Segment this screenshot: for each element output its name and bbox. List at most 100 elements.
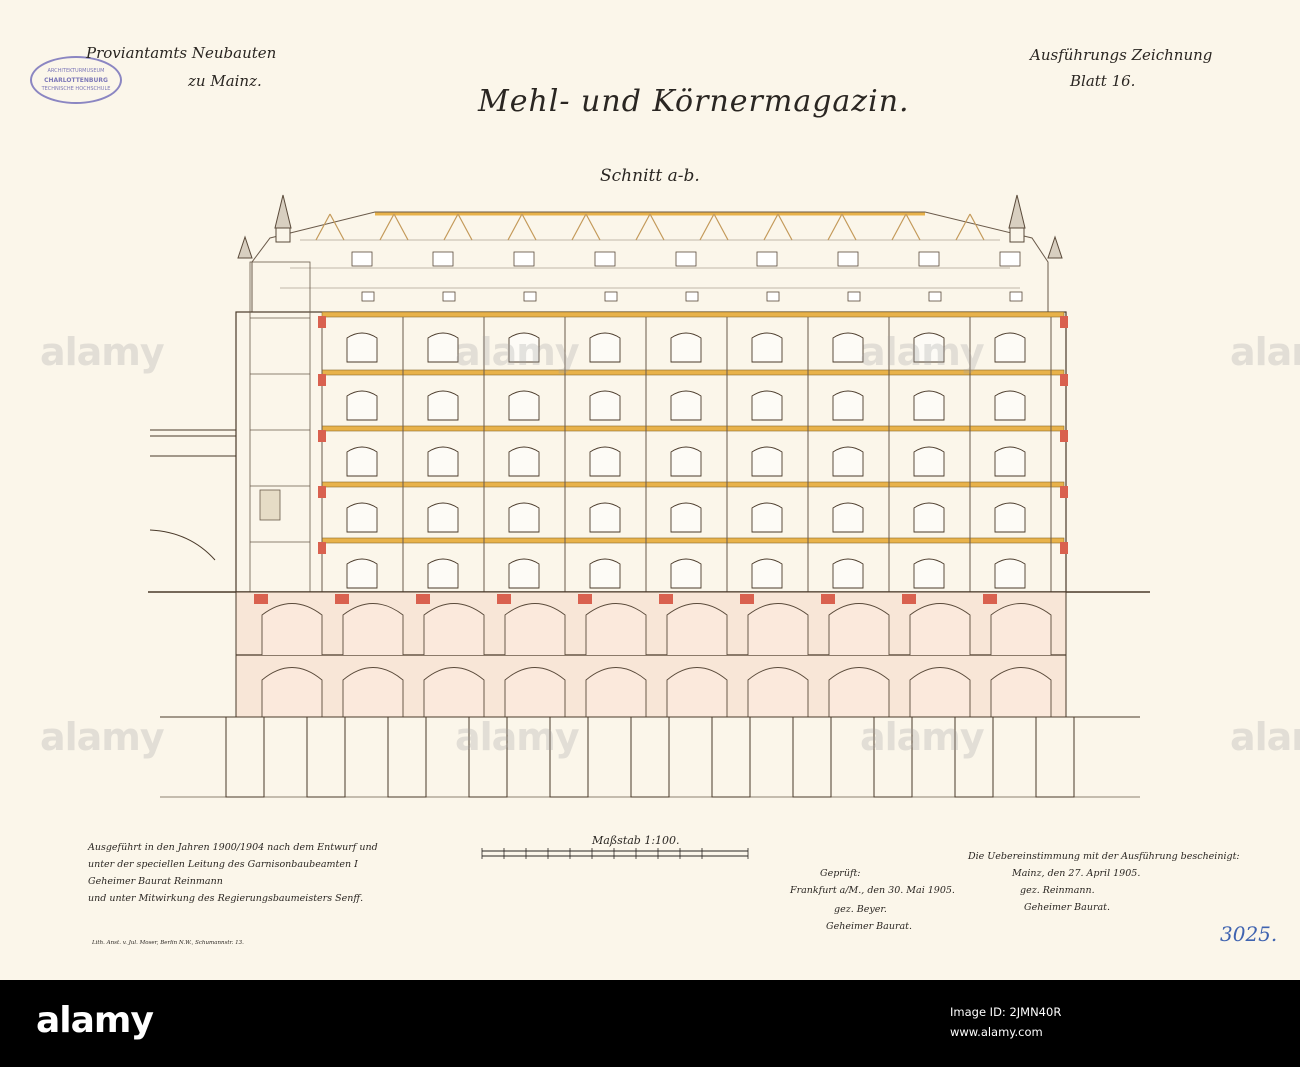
- window: [994, 558, 1026, 589]
- masonry-block: [1060, 486, 1068, 498]
- vault-springer: [983, 594, 997, 604]
- dormer-window: [918, 251, 940, 267]
- watermark-8: alamy: [1230, 715, 1300, 759]
- attic-window: [766, 291, 780, 302]
- window: [751, 446, 783, 477]
- drawing-title: Mehl- und Körnermagazin.: [478, 84, 910, 119]
- window: [994, 446, 1026, 477]
- cellar-vault: [342, 667, 404, 717]
- dormer-window: [675, 251, 697, 267]
- vault-springer: [497, 594, 511, 604]
- note-left-4: und unter Mitwirkung des Regierungsbaume…: [88, 893, 364, 904]
- window: [508, 390, 540, 421]
- scale-label: Maßstab 1:100.: [592, 834, 680, 847]
- vault-springer: [902, 594, 916, 604]
- foundation-pier: [225, 716, 265, 798]
- attic-window: [604, 291, 618, 302]
- watermark-7: alamy: [1230, 330, 1300, 374]
- dormer-window: [594, 251, 616, 267]
- vault-springer: [416, 594, 430, 604]
- foundation-pier: [1035, 716, 1075, 798]
- window: [427, 332, 459, 363]
- header-left-line-2: zu Mainz.: [188, 72, 262, 90]
- attic-window: [847, 291, 861, 302]
- window: [670, 502, 702, 533]
- watermark-4: alamy: [455, 715, 580, 759]
- roof-brace: [827, 213, 857, 241]
- footer: alamy Image ID: 2JMN40R www.alamy.com: [0, 980, 1300, 1067]
- attic-window: [685, 291, 699, 302]
- attic-window: [523, 291, 537, 302]
- cellar-vault: [909, 667, 971, 717]
- masonry-block: [318, 374, 326, 386]
- foundation-pier: [306, 716, 346, 798]
- note-center-3: gez. Beyer.: [834, 904, 887, 915]
- vault-springer: [254, 594, 268, 604]
- window: [589, 558, 621, 589]
- footer-image-id: Image ID: 2JMN40R: [950, 1005, 1062, 1019]
- window: [670, 558, 702, 589]
- vault-springer: [740, 594, 754, 604]
- roof-brace: [571, 213, 601, 241]
- note-center-4: Geheimer Baurat.: [826, 921, 912, 932]
- window: [508, 446, 540, 477]
- dormer-window: [513, 251, 535, 267]
- stamp-line-1: ARCHITEKTURMUSEUM: [47, 68, 105, 74]
- cellar-vault: [504, 667, 566, 717]
- basement-vault: [909, 603, 971, 655]
- floor-beam: [321, 537, 1065, 544]
- note-right-4: Geheimer Baurat.: [1024, 902, 1110, 913]
- header-right-line-1: Ausführungs Zeichnung: [1030, 46, 1213, 64]
- archive-number: 3025.: [1220, 922, 1278, 946]
- dormer-window: [837, 251, 859, 267]
- window: [751, 502, 783, 533]
- window: [670, 332, 702, 363]
- window: [751, 332, 783, 363]
- floor-beam: [321, 425, 1065, 432]
- window: [508, 332, 540, 363]
- basement-vault: [990, 603, 1052, 655]
- attic-window: [928, 291, 942, 302]
- masonry-block: [318, 542, 326, 554]
- cellar-vault: [423, 667, 485, 717]
- dormer-window: [999, 251, 1021, 267]
- window: [994, 332, 1026, 363]
- basement-vault: [342, 603, 404, 655]
- masonry-block: [1060, 316, 1068, 328]
- cellar-vault: [666, 667, 728, 717]
- foundation-pier: [387, 716, 427, 798]
- window: [751, 390, 783, 421]
- watermark-3: alamy: [455, 330, 580, 374]
- vault-springer: [659, 594, 673, 604]
- window: [589, 446, 621, 477]
- window: [913, 502, 945, 533]
- roof-brace: [443, 213, 473, 241]
- foundation-pier: [549, 716, 589, 798]
- watermark-1: alamy: [40, 330, 165, 374]
- window: [913, 558, 945, 589]
- roof-brace: [379, 213, 409, 241]
- watermark-6: alamy: [860, 715, 985, 759]
- printer-credit: Lith. Anst. v. Jul. Moser, Berlin N.W., …: [92, 940, 244, 946]
- note-right-2: Mainz, den 27. April 1905.: [1012, 868, 1141, 879]
- note-center-2: Frankfurt a/M., den 30. Mai 1905.: [790, 885, 955, 896]
- window: [427, 502, 459, 533]
- section-drawing: [148, 194, 1150, 859]
- window: [346, 332, 378, 363]
- note-right-1: Die Uebereinstimmung mit der Ausführung …: [968, 851, 1240, 862]
- basement-vault: [828, 603, 890, 655]
- basement-vault: [504, 603, 566, 655]
- window: [832, 390, 864, 421]
- cellar-vault: [828, 667, 890, 717]
- window: [832, 558, 864, 589]
- masonry-block: [318, 486, 326, 498]
- note-center-1: Geprüft:: [820, 868, 861, 879]
- foundation-pier: [711, 716, 751, 798]
- window: [589, 502, 621, 533]
- window: [832, 446, 864, 477]
- window: [913, 446, 945, 477]
- window: [508, 502, 540, 533]
- window: [670, 390, 702, 421]
- attic-window: [442, 291, 456, 302]
- window: [994, 390, 1026, 421]
